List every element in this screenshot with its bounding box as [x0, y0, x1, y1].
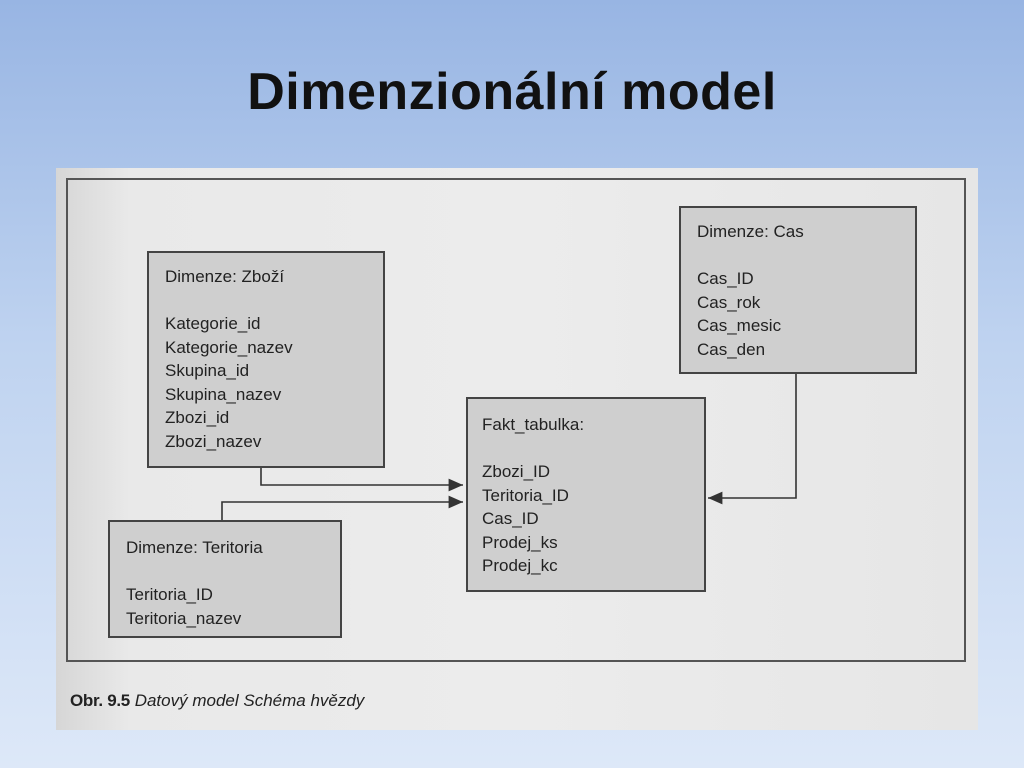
connector-cas-to-fakt: [708, 374, 797, 505]
field-item: Cas_den: [697, 339, 766, 359]
connector-zbozi-to-fakt: [260, 468, 463, 492]
field-item: Prodej_kc: [482, 556, 558, 575]
field-item: Zbozi_id: [165, 408, 230, 427]
dimension-box-cas: Dimenze: Cas Cas_ID Cas_rok Cas_mesic Ca…: [679, 206, 917, 374]
field-item: Zbozi_ID: [482, 462, 551, 481]
figure-caption-number: Obr. 9.5: [70, 691, 130, 710]
field-item: Teritoria_ID: [482, 485, 569, 505]
box-heading: Dimenze: Teritoria: [126, 538, 263, 557]
figure-scan: Dimenze: Zboží Kategorie_id Kategorie_na…: [56, 168, 978, 730]
field-item: Cas_ID: [697, 269, 754, 288]
connector-teritoria-to-fakt: [221, 495, 463, 520]
box-heading: Fakt_tabulka:: [482, 415, 585, 434]
figure-frame: [66, 178, 966, 662]
dimension-box-zbozi: Dimenze: Zboží Kategorie_id Kategorie_na…: [147, 251, 385, 468]
box-heading: Dimenze: Cas: [697, 222, 804, 241]
field-item: Teritoria_nazev: [126, 608, 242, 628]
field-item: Teritoria_ID: [126, 585, 213, 604]
fact-table-box: Fakt_tabulka: Zbozi_ID Teritoria_ID Cas_…: [466, 397, 706, 592]
field-item: Skupina_id: [165, 361, 250, 380]
field-item: Kategorie_nazev: [165, 337, 293, 357]
figure-caption: Obr. 9.5 Datový model Schéma hvězdy: [70, 691, 364, 711]
field-item: Cas_mesic: [697, 316, 782, 335]
figure-caption-text: Datový model Schéma hvězdy: [134, 691, 365, 710]
box-heading: Dimenze: Zboží: [165, 267, 285, 286]
field-item: Cas_rok: [697, 292, 761, 312]
field-item: Skupina_nazev: [165, 384, 282, 404]
slide-title: Dimenzionální model: [247, 63, 777, 121]
field-item: Cas_ID: [482, 509, 539, 528]
dimension-box-teritoria: Dimenze: Teritoria Teritoria_ID Teritori…: [108, 520, 342, 638]
field-item: Zbozi_nazev: [165, 431, 262, 451]
field-item: Kategorie_id: [165, 314, 261, 333]
field-item: Prodej_ks: [482, 532, 558, 552]
relationship-connectors: [221, 374, 797, 520]
